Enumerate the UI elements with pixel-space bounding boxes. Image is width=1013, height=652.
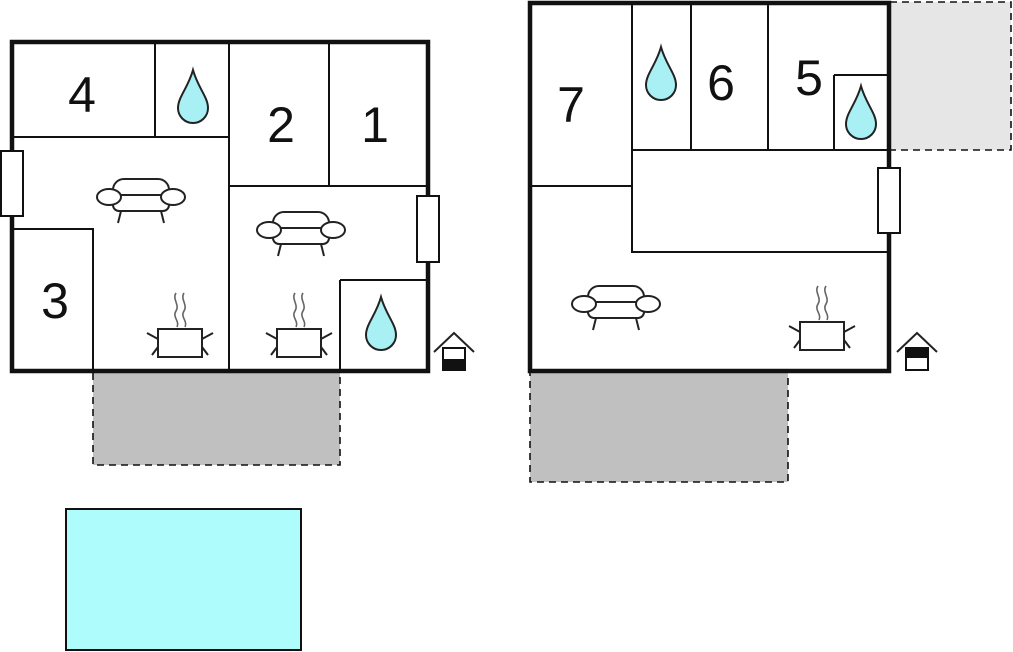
room-label-1: 1: [361, 97, 389, 153]
terrace-left: [92, 371, 341, 466]
room-label-7: 7: [557, 77, 585, 133]
terrace-right-top: [889, 1, 1012, 151]
room-label-4: 4: [68, 67, 96, 123]
water-drop-icon: [176, 66, 210, 124]
cooking-pot-icon: [265, 292, 333, 358]
room-label-2: 2: [267, 97, 295, 153]
cooking-pot-icon: [788, 285, 856, 351]
window-icon: [416, 195, 440, 263]
sofa-icon: [571, 285, 661, 331]
floor-plan-left: 4 2 1 3: [0, 39, 475, 651]
water-drop-icon: [364, 293, 398, 351]
swimming-pool: [65, 508, 302, 651]
house-entrance-icon: [433, 331, 475, 371]
room-label-3: 3: [41, 273, 69, 329]
sofa-icon: [256, 211, 346, 257]
water-drop-icon: [644, 43, 678, 101]
terrace-right-bottom: [529, 371, 789, 483]
floor-plan-right: 7 6 5: [527, 0, 1012, 483]
room-label-6: 6: [707, 55, 735, 111]
window-icon: [877, 167, 901, 234]
house-entrance-icon: [896, 331, 938, 371]
window-icon: [0, 150, 24, 217]
cooking-pot-icon: [146, 292, 214, 358]
inner-walls-left: [12, 42, 428, 371]
sofa-icon: [96, 178, 186, 224]
inner-walls-right: [530, 3, 889, 253]
water-drop-icon: [844, 82, 878, 140]
room-label-5: 5: [795, 50, 823, 106]
